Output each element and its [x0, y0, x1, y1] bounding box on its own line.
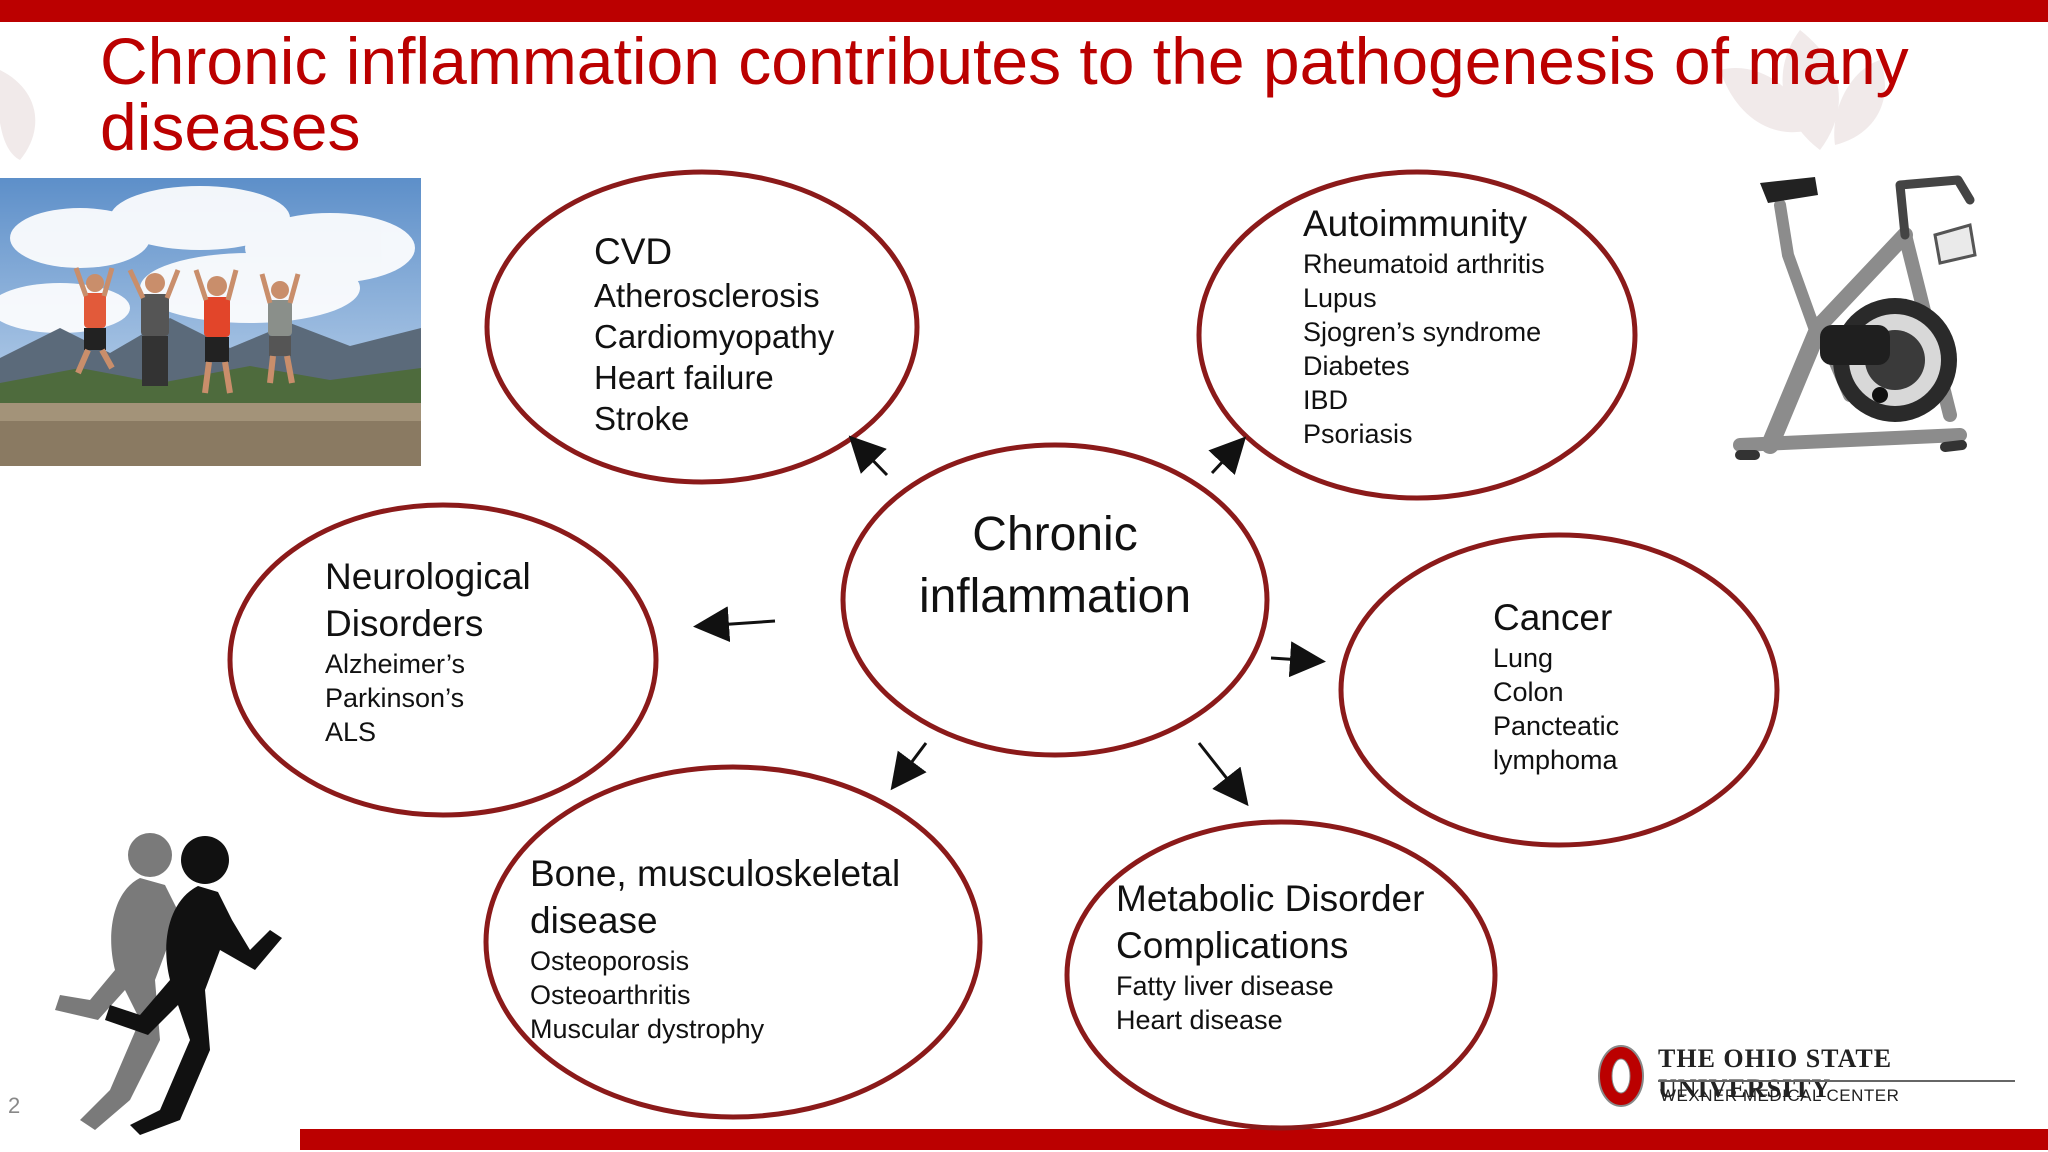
- autoimmunity-heading: Autoimmunity: [1303, 203, 1528, 244]
- autoimmunity-item: Diabetes: [1303, 351, 1410, 381]
- neuro-ellipse: [227, 502, 659, 818]
- center-line1: Chronic: [972, 508, 1138, 561]
- metabolic-heading: Metabolic Disorder: [1116, 878, 1425, 919]
- exercise-bike-image: [1733, 175, 1977, 460]
- arrow-to-cancer: [1270, 641, 1326, 678]
- neuro-item: ALS: [325, 717, 377, 747]
- center-node-label: Chronic inflammation: [875, 504, 1235, 628]
- arrow-to-metabolic: [1197, 742, 1249, 807]
- autoimmunity-node: Autoimmunity Rheumatoid arthritis Lupus …: [1303, 200, 1545, 451]
- cvd-item: Cardiomyopathy: [594, 318, 835, 355]
- center-line2: inflammation: [918, 570, 1192, 623]
- bone-node: Bone, musculoskeletal disease Osteoporos…: [530, 850, 900, 1046]
- page-number: 2: [8, 1093, 21, 1118]
- cancer-item: Pancteatic: [1493, 711, 1620, 741]
- autoimmunity-item: Sjogren’s syndrome: [1303, 317, 1542, 347]
- arrow-to-neuro: [693, 606, 776, 643]
- slide-title: Chronic inflammation contributes to the …: [100, 24, 1909, 164]
- leaf-watermark-left: [0, 70, 36, 160]
- metabolic-item: Heart disease: [1116, 1005, 1283, 1035]
- bone-heading: disease: [530, 900, 658, 941]
- cancer-item: lymphoma: [1493, 745, 1618, 775]
- autoimmunity-item: IBD: [1303, 385, 1349, 415]
- top-accent-bar: [0, 0, 2048, 22]
- neuro-item: Alzheimer’s: [325, 649, 466, 679]
- bone-item: Muscular dystrophy: [530, 1014, 765, 1044]
- medical-center-name: WEXNER MEDICAL CENTER: [1660, 1086, 1900, 1105]
- block-o-logo-icon: [1598, 1045, 1644, 1107]
- cvd-ellipse: [484, 169, 920, 485]
- cvd-heading: CVD: [594, 231, 673, 272]
- neuro-item: Parkinson’s: [325, 683, 465, 713]
- cancer-node: Cancer Lung Colon Pancteatic lymphoma: [1493, 594, 1619, 777]
- autoimmunity-ellipse: [1196, 169, 1638, 501]
- cancer-ellipse: [1338, 532, 1780, 848]
- metabolic-ellipse: [1064, 819, 1498, 1131]
- cvd-item: Heart failure: [594, 359, 774, 396]
- bone-heading: Bone, musculoskeletal: [530, 853, 901, 894]
- autoimmunity-item: Lupus: [1303, 283, 1377, 313]
- bone-ellipse: [483, 764, 983, 1120]
- bone-item: Osteoarthritis: [530, 980, 691, 1010]
- cancer-item: Colon: [1493, 677, 1564, 707]
- metabolic-node: Metabolic Disorder Complications Fatty l…: [1116, 875, 1424, 1037]
- logo-divider: [1658, 1080, 2015, 1082]
- metabolic-item: Fatty liver disease: [1116, 971, 1334, 1001]
- arrow-to-cvd: [848, 435, 889, 477]
- autoimmunity-item: Psoriasis: [1303, 419, 1413, 449]
- center-ellipse: [840, 442, 1270, 758]
- jumping-people-photo: [0, 178, 421, 466]
- cvd-node: CVD Atherosclerosis Cardiomyopathy Heart…: [594, 228, 834, 439]
- autoimmunity-item: Rheumatoid arthritis: [1303, 249, 1545, 279]
- university-name: THE OHIO STATE UNIVERSITY: [1658, 1044, 1893, 1103]
- cvd-item: Stroke: [594, 400, 690, 437]
- bone-item: Osteoporosis: [530, 946, 690, 976]
- neuro-heading: Neurological: [325, 556, 531, 597]
- metabolic-heading: Complications: [1116, 925, 1349, 966]
- cancer-heading: Cancer: [1493, 597, 1613, 638]
- cvd-item: Atherosclerosis: [594, 277, 820, 314]
- arrow-to-autoimmunity: [1208, 436, 1247, 476]
- bottom-accent-bar: [300, 1129, 2048, 1150]
- arrow-to-bone: [890, 742, 928, 791]
- neuro-heading: Disorders: [325, 603, 484, 644]
- leaf-watermark-right: [1720, 30, 1885, 150]
- runners-silhouette-image: [55, 833, 282, 1135]
- neuro-node: Neurological Disorders Alzheimer’s Parki…: [325, 553, 531, 749]
- cancer-item: Lung: [1493, 643, 1554, 673]
